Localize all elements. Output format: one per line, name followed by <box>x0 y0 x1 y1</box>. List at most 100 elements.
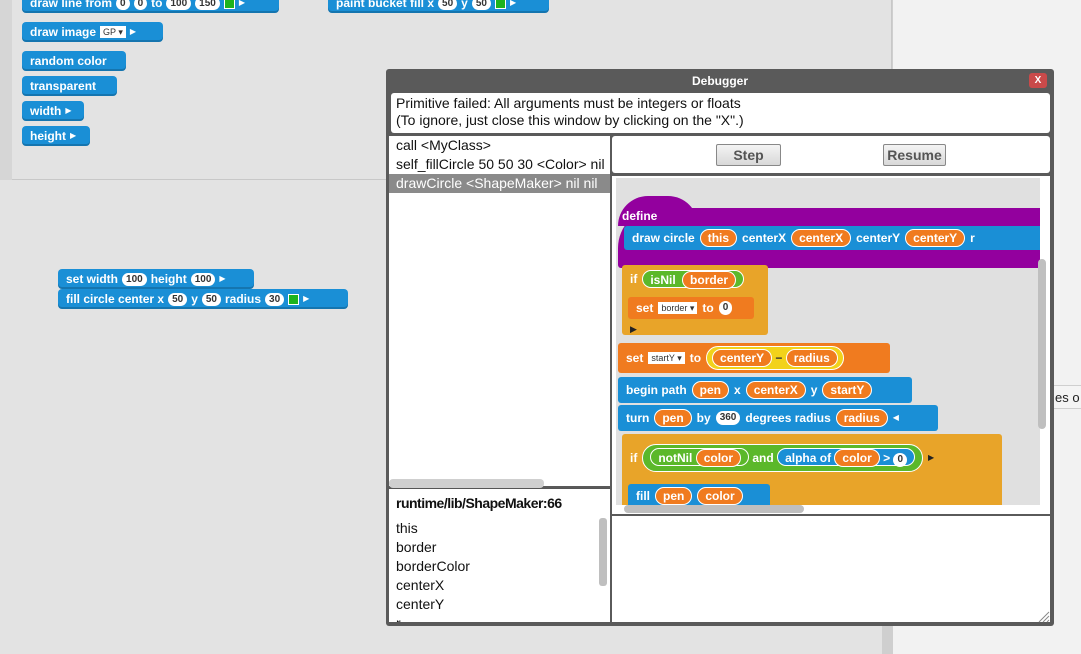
expand-arrow-icon[interactable]: ▶ <box>928 453 935 462</box>
stack-item[interactable]: self_fillCircle 50 50 30 <Color> nil <box>396 156 605 172</box>
expand-arrow-icon[interactable]: ▶ <box>238 0 245 7</box>
variables-scrollbar[interactable] <box>599 518 607 586</box>
param-this[interactable]: this <box>699 229 738 247</box>
x-slot[interactable]: 50 <box>168 292 188 306</box>
width-slot[interactable]: 100 <box>122 272 147 286</box>
palette-block-height[interactable]: height ▶ <box>22 126 90 146</box>
var-border[interactable]: border <box>682 271 737 289</box>
variable-item[interactable]: border <box>396 539 437 555</box>
var-radius[interactable]: radius <box>835 409 888 427</box>
debugger-window[interactable]: Debugger X Primitive failed: All argumen… <box>386 69 1054 626</box>
var-centerX[interactable]: centerX <box>745 381 806 399</box>
palette-block-paint-bucket[interactable]: paint bucket fill x 50 y 50 ▶ <box>328 0 549 13</box>
debugger-title[interactable]: Debugger <box>691 74 748 88</box>
script-block-set-width[interactable]: set width 100 height 100 ▶ <box>58 269 254 289</box>
arg-slot[interactable]: 100 <box>166 0 192 10</box>
var-color[interactable]: color <box>834 449 880 467</box>
block-label: to <box>151 0 163 10</box>
stack-horizontal-scrollbar[interactable] <box>389 479 544 488</box>
bottom-scroll-bar[interactable] <box>882 624 892 654</box>
if-header-2[interactable]: if notNil color and alpha of color > 0 ▶ <box>622 440 1002 476</box>
and-reporter[interactable]: notNil color and alpha of color > 0 <box>642 444 924 472</box>
palette-block-transparent[interactable]: transparent <box>22 76 117 96</box>
palette-scroll-strip[interactable] <box>0 0 12 180</box>
color-swatch[interactable] <box>494 0 506 9</box>
script-block-fill-circle[interactable]: fill circle center x 50 y 50 radius 30 ▶ <box>58 289 348 309</box>
arg-slot[interactable]: 0 <box>133 0 148 10</box>
param-centerY[interactable]: centerY <box>905 229 966 247</box>
arg-slot[interactable]: 50 <box>471 0 491 10</box>
block-label: begin path <box>626 383 687 397</box>
param-centerX[interactable]: centerX <box>791 229 852 247</box>
var-color[interactable]: color <box>695 449 742 467</box>
palette-block-draw-image[interactable]: draw image GP ▾ ▶ <box>22 22 163 42</box>
expand-arrow-icon[interactable]: ▶ <box>65 106 72 115</box>
color-swatch[interactable] <box>288 293 300 305</box>
notNil-reporter[interactable]: notNil color <box>650 448 750 467</box>
block-label: width <box>30 104 62 118</box>
var-dropdown[interactable]: border ▾ <box>658 302 698 314</box>
begin-path-block[interactable]: begin path pen x centerX y startY <box>618 377 912 403</box>
variable-item[interactable]: centerX <box>396 577 445 593</box>
expand-arrow-icon[interactable]: ▶ <box>509 0 517 7</box>
variables-list[interactable]: this border borderColor centerX centerY … <box>389 516 610 622</box>
resize-handle-icon[interactable] <box>1037 610 1050 623</box>
var-pen[interactable]: pen <box>691 381 730 399</box>
var-dropdown[interactable]: startY ▾ <box>648 352 685 364</box>
step-button[interactable]: Step <box>716 144 781 166</box>
block-label: alpha of <box>785 451 832 465</box>
resume-button[interactable]: Resume <box>883 144 946 166</box>
dropdown-value: border <box>661 303 688 313</box>
value-slot[interactable]: 0 <box>893 453 908 467</box>
code-view[interactable]: define draw circle this centerX centerX … <box>612 176 1050 514</box>
height-slot[interactable]: 100 <box>190 272 216 286</box>
collapse-arrow-icon[interactable]: ◀ <box>892 413 899 422</box>
radius-slot[interactable]: 30 <box>265 292 285 306</box>
degrees-slot[interactable]: 360 <box>715 411 741 425</box>
if-header[interactable]: if isNil border <box>622 267 768 291</box>
stack-item-selected[interactable]: drawCircle <ShapeMaker> nil nil <box>389 174 610 193</box>
set-startY-block[interactable]: set startY ▾ to centerY − radius <box>618 343 890 373</box>
expand-arrow-icon[interactable]: ▶ <box>129 27 137 36</box>
arg-slot[interactable]: 0 <box>116 0 130 10</box>
var-color[interactable]: color <box>697 487 743 505</box>
palette-block-width[interactable]: width ▶ <box>22 101 84 121</box>
code-vertical-scrollbar[interactable] <box>1038 259 1046 429</box>
isNil-reporter[interactable]: isNil border <box>642 270 745 289</box>
subtract-reporter[interactable]: centerY − radius <box>706 346 844 370</box>
draw-circle-signature[interactable]: draw circle this centerX centerX centerY… <box>624 226 1040 250</box>
block-label: y <box>461 0 468 10</box>
set-border-block[interactable]: set border ▾ to 0 <box>628 297 754 319</box>
var-centerY[interactable]: centerY <box>712 349 773 367</box>
var-radius[interactable]: radius <box>785 349 838 367</box>
palette-block-draw-line[interactable]: draw line from 0 0 to 100 150 ▶ <box>22 0 279 13</box>
expand-arrow-icon[interactable]: ▶ <box>303 294 310 303</box>
var-pen[interactable]: pen <box>655 487 693 505</box>
variable-detail-pane <box>612 516 1050 622</box>
close-icon[interactable]: X <box>1029 73 1047 88</box>
expand-arrow-icon[interactable]: ▶ <box>630 324 637 334</box>
expand-arrow-icon[interactable]: ▶ <box>70 131 77 140</box>
color-swatch[interactable] <box>223 0 235 9</box>
gt-reporter[interactable]: alpha of color > 0 <box>777 448 916 467</box>
fill-block[interactable]: fill pen color <box>628 484 770 505</box>
value-slot[interactable]: 0 <box>718 301 733 315</box>
call-stack-list[interactable]: call <MyClass> self_fillCircle 50 50 30 … <box>389 136 610 486</box>
variable-item[interactable]: borderColor <box>396 558 470 574</box>
code-horizontal-scrollbar[interactable] <box>624 505 804 513</box>
arg-slot[interactable]: 50 <box>438 0 458 10</box>
code-canvas[interactable]: define draw circle this centerX centerX … <box>616 178 1040 505</box>
var-startY[interactable]: startY <box>822 381 873 399</box>
image-dropdown[interactable]: GP ▾ <box>100 26 126 38</box>
palette-block-random-color[interactable]: random color <box>22 51 126 71</box>
var-pen[interactable]: pen <box>654 409 692 427</box>
arg-slot[interactable]: 150 <box>195 0 220 10</box>
variable-item[interactable]: this <box>396 520 418 536</box>
variable-item[interactable]: centerY <box>396 596 445 612</box>
variable-item[interactable]: r <box>389 614 610 622</box>
block-label: draw line from <box>30 0 113 10</box>
y-slot[interactable]: 50 <box>201 292 221 306</box>
expand-arrow-icon[interactable]: ▶ <box>219 274 226 283</box>
turn-block[interactable]: turn pen by 360 degrees radius radius ◀ <box>618 405 938 431</box>
stack-item[interactable]: call <MyClass> <box>396 137 491 153</box>
